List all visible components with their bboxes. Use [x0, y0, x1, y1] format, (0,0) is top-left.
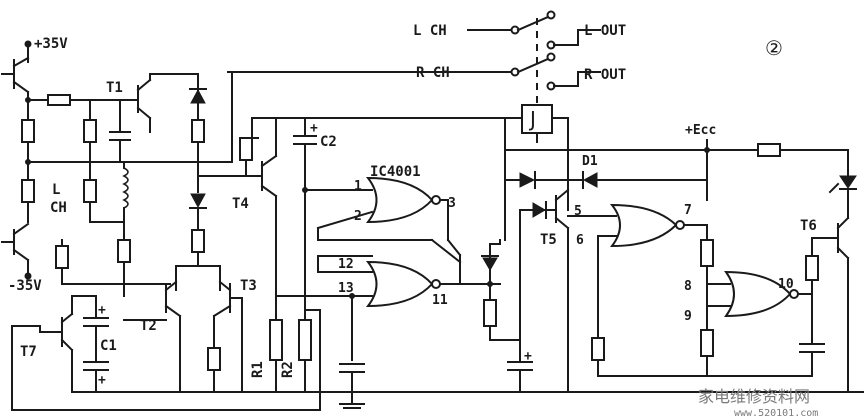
transistor-top-left: [1, 40, 32, 119]
r-ch-label: R CH: [416, 65, 450, 81]
nor-gate-2: [365, 260, 501, 308]
latch-wiring: [275, 189, 462, 393]
pin-6: 6: [576, 233, 584, 248]
t6-label: T6: [800, 218, 817, 234]
input-l-label: L: [52, 182, 60, 198]
left-column-wiring: [1, 94, 233, 297]
neg35-label: -35V: [8, 278, 42, 294]
pin-7: 7: [684, 203, 692, 218]
pin-9: 9: [684, 309, 692, 324]
c1-label: C1: [100, 338, 117, 354]
diode-d1: [567, 149, 708, 201]
resistors-r1-r2: [269, 295, 321, 411]
pin-13: 13: [338, 281, 354, 296]
gate-output-network: [481, 239, 533, 393]
nor-gate-4: [700, 224, 813, 377]
transistor-t5: [519, 188, 570, 393]
r1-label: R1: [250, 361, 266, 378]
ecc-rail: [504, 139, 849, 171]
t1-label: T1: [106, 80, 123, 96]
pin-5: 5: [574, 204, 582, 219]
c2-label: C2: [320, 134, 337, 150]
input-ch-label: CH: [50, 200, 67, 216]
pin-12: 12: [338, 257, 354, 272]
watermark-text: 家电维修资料网: [698, 387, 810, 406]
diode-t5-collector: [504, 171, 569, 189]
transistor-t7: [11, 295, 97, 411]
r2-label: R2: [280, 361, 296, 378]
pin-3: 3: [448, 196, 456, 211]
pos35-label: +35V: [34, 36, 68, 52]
pin-10: 10: [778, 277, 794, 292]
c-plus-marker: +: [524, 349, 532, 364]
r-out-label: R OUT: [584, 67, 626, 83]
transistor-t4: [197, 71, 278, 393]
t3-label: T3: [240, 278, 257, 294]
c2-plus-marker: +: [310, 121, 318, 136]
ground-rail: [11, 391, 864, 411]
pin-8: 8: [684, 279, 692, 294]
transistor-t2: [123, 280, 182, 393]
transistor-t1: [136, 73, 199, 133]
ic-label: IC4001: [370, 164, 421, 180]
pin-1: 1: [354, 179, 362, 194]
relay-contacts: [227, 10, 601, 104]
watermark: 家电维修资料网 www.520101.com: [698, 387, 818, 419]
ecc-label: +Ecc: [685, 123, 716, 138]
t4-label: T4: [232, 196, 249, 212]
nor-gate-3: [567, 203, 813, 377]
l-out-label: L OUT: [584, 23, 626, 39]
t2-label: T2: [140, 318, 157, 334]
l-ch-label: L CH: [413, 23, 447, 39]
relay-coil: [251, 104, 569, 241]
relay-coil-label: J: [528, 107, 536, 131]
transistor-t6: [799, 169, 857, 393]
figure-number: ②: [765, 36, 783, 60]
c1-plus-marker-top: +: [98, 303, 106, 318]
nor-gate-1: [365, 176, 449, 224]
watermark-url: www.520101.com: [734, 408, 818, 419]
t5-label: T5: [540, 232, 557, 248]
transistor-t3: [207, 280, 243, 393]
diode-column: [175, 88, 221, 291]
capacitor-c1: [83, 295, 109, 393]
t7-label: T7: [20, 344, 37, 360]
d1-label: D1: [582, 154, 598, 169]
c1-plus-marker-bottom: +: [98, 373, 106, 388]
pin-11: 11: [432, 293, 448, 308]
pin-2: 2: [354, 209, 362, 224]
